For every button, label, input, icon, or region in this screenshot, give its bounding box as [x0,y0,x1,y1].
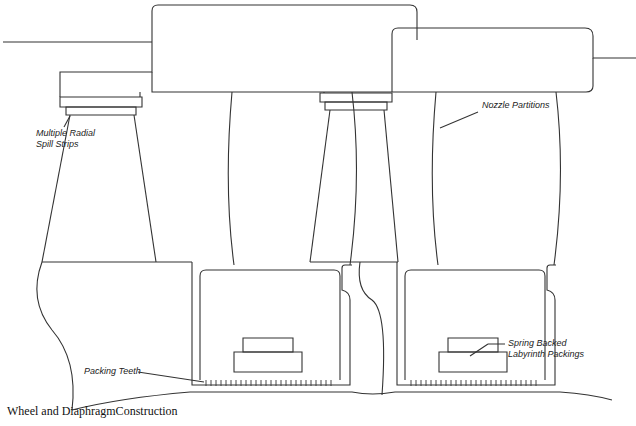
packing-tooth [486,380,487,386]
packing-tooth [281,380,282,386]
packing-tooth [221,380,222,386]
nozzle-partition [228,92,234,265]
wheel-disk [37,262,73,410]
packing-tooth [236,380,237,386]
nozzle-partition [554,92,560,265]
casing-tab [139,92,140,97]
packing-tooth [286,380,287,386]
packing-tooth [331,380,332,386]
packing-tooth [531,380,532,386]
packing-tooth [476,380,477,386]
packing-tooth [416,380,417,386]
bucket-edge [384,110,398,262]
bucket-edge [310,110,330,262]
packing-tooth [526,380,527,386]
packing-tooth [301,380,302,386]
nozzle-partition [350,92,356,265]
casing-right [392,28,636,92]
packing-tooth [511,380,512,386]
packing-tooth [501,380,502,386]
packing-tooth [291,380,292,386]
packing-tooth [426,380,427,386]
packing-tooth [321,380,322,386]
spill-strip [66,107,136,115]
nozzle-partition [432,92,438,265]
packing-tooth [316,380,317,386]
packing-tooth [516,380,517,386]
packing-tooth [311,380,312,386]
packing-tooth [326,380,327,386]
packing-tooth [441,380,442,386]
wheel-rim [310,261,398,262]
packing-tooth [421,380,422,386]
packing-tooth [431,380,432,386]
packing-ring [439,352,507,372]
packing-tooth [231,380,232,386]
packing-tooth [226,380,227,386]
figure-caption: Wheel and DiaphragmConstruction [7,404,178,418]
leader-line [138,372,204,382]
packing-tooth [251,380,252,386]
leader-line [440,112,478,128]
packing-ring [234,352,302,372]
packing-tooth [461,380,462,386]
packing-tooth [276,380,277,386]
diaphragm-inner [200,270,340,380]
diaphragm [192,262,352,385]
packing-tooth [456,380,457,386]
packing-tooth [481,380,482,386]
packing-tooth [496,380,497,386]
casing-right-bottom [392,58,593,92]
packing-label: Spring Backed Labyrinth Packings [508,338,594,360]
leader-line [470,344,505,356]
wheel-disk [359,262,383,395]
packing-tooth [266,380,267,386]
packing-tooth [411,380,412,386]
wheel-rim [42,261,192,262]
bucket-edge [134,115,156,262]
leader-line [64,116,70,127]
nozzle-label: Nozzle Partitions [482,100,572,111]
packing-tooth [436,380,437,386]
packing-tooth [211,380,212,386]
packing-teeth [206,380,536,386]
packing-tooth [261,380,262,386]
packing-tooth [296,380,297,386]
spill-strip [325,102,387,110]
packing-tooth [491,380,492,386]
spill-strip-label: Multiple Radial Spill Strips [36,128,114,150]
spill-strip-holder [320,93,392,102]
packing-tooth [241,380,242,386]
packing-tooth [256,380,257,386]
packing-tooth [216,380,217,386]
spill-strip-holder [60,97,142,107]
teeth-label: Packing Teeth [84,366,154,377]
packing-tooth [306,380,307,386]
packing-tooth [521,380,522,386]
packing-tooth [451,380,452,386]
packing-ring [243,338,293,352]
diaphragm-inner [405,270,545,380]
packing-ring [448,338,498,352]
diaphragm [397,262,556,385]
packing-tooth [271,380,272,386]
packing-tooth [466,380,467,386]
packing-tooth [506,380,507,386]
packing-tooth [206,380,207,386]
packing-tooth [536,380,537,386]
casing-left [60,5,417,97]
casing-step [152,72,392,92]
casing-line [3,41,152,42]
packing-tooth [246,380,247,386]
packing-tooth [446,380,447,386]
packing-tooth [471,380,472,386]
